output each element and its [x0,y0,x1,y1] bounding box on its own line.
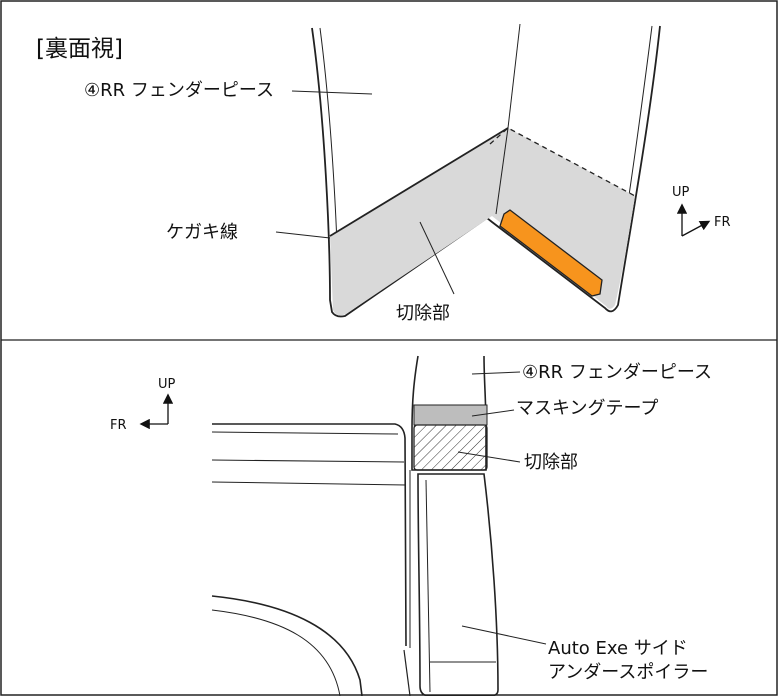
body-line-3 [211,459,405,463]
top-axis-fr: FR [714,215,731,230]
leader-scribe-line [275,231,331,239]
top-panel: [裏面視] ④RR フェンダーピース ケガキ線 切除部 UP FR [36,23,731,324]
spoiler-inner-line [425,479,431,693]
bottom-label-cut-area: 切除部 [524,452,578,473]
bottom-axis-fr: FR [110,418,127,433]
leader-fender-piece-bottom [471,371,521,375]
body-line-top [212,423,407,647]
label-scribe-line: ケガキ線 [166,222,238,243]
body-wheel-arch [403,649,411,696]
leader-cut-area-top [419,221,455,295]
leader-fender-piece-top [291,90,373,95]
scribe-line [329,127,509,237]
body-line-4 [211,481,407,486]
label-spoiler-line2: アンダースポイラー [548,662,708,683]
body-sill-curve-2 [211,609,341,696]
bottom-axis-indicator: UP FR [110,377,176,433]
scribe-line-dashed [489,127,636,197]
label-spoiler-line1: Auto Exe サイド [548,638,688,659]
view-label: [裏面視] [36,36,123,62]
bottom-cut-area [413,424,488,471]
bottom-axis-up: UP [158,377,176,392]
top-label-fender-piece: ④RR フェンダーピース [84,80,274,101]
body-sill-curve [211,595,363,696]
side-under-spoiler [417,473,499,696]
top-axis-indicator: UP FR [672,185,731,237]
label-masking-tape: マスキングテープ [516,398,658,419]
top-axis-up: UP [672,185,690,200]
top-label-cut-area: 切除部 [396,303,450,324]
bottom-label-fender-piece: ④RR フェンダーピース [522,362,712,383]
double-sided-tape [499,209,603,297]
bottom-panel: ④RR フェンダーピース マスキングテープ 切除部 Auto Exe サイド ア… [110,355,712,696]
top-cut-center-line [495,127,509,215]
leader-masking-tape [471,409,515,417]
leader-spoiler [461,625,547,645]
body-line-2 [211,431,399,435]
top-center-line [507,23,521,129]
leader-cut-area-bottom [457,451,521,463]
